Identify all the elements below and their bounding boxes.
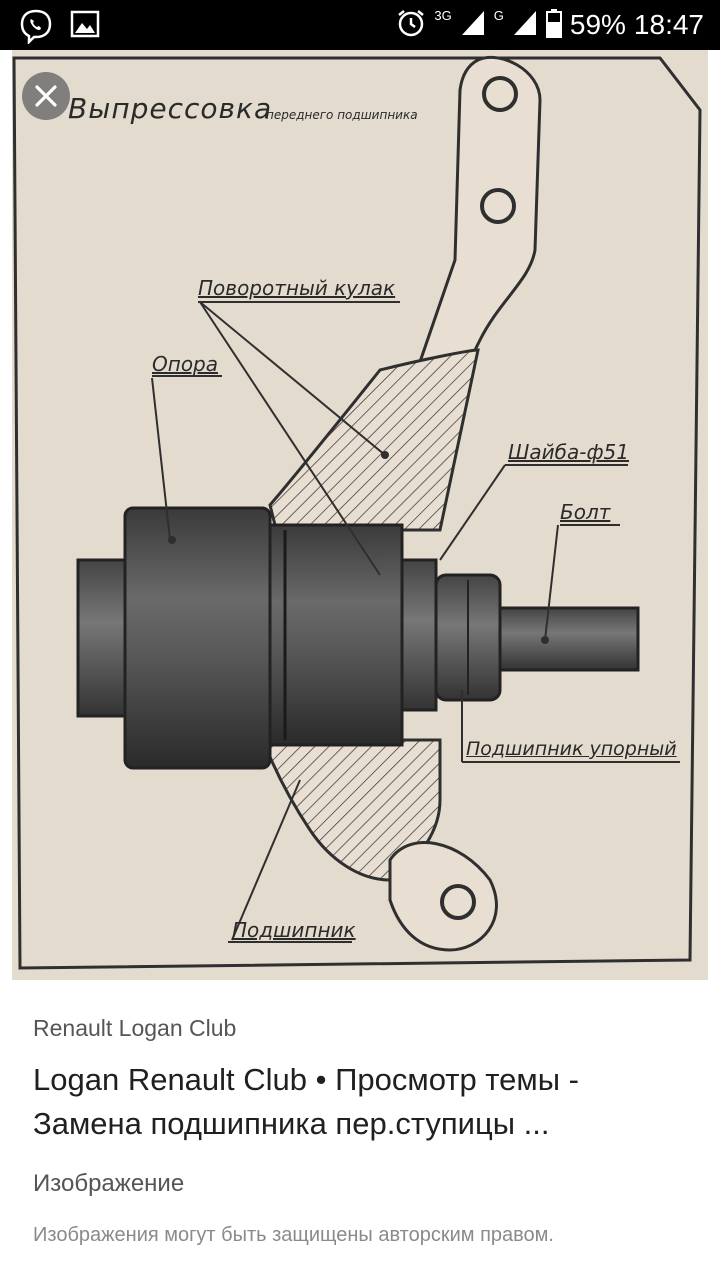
hole-bottom <box>440 884 476 920</box>
label-washer: Шайба-ф51 <box>508 440 629 464</box>
hole-top <box>482 76 518 112</box>
signal-icon <box>460 9 486 41</box>
paper-border <box>12 56 702 970</box>
image-viewer[interactable]: Выпрессовка переднего подшипника Поворот… <box>0 50 720 980</box>
knuckle-arm-upper <box>397 55 542 422</box>
bolt <box>498 606 640 672</box>
image-icon <box>70 8 100 44</box>
network-g-label: G <box>493 7 504 23</box>
leader-lines <box>151 301 680 943</box>
result-info-panel <box>0 980 720 1280</box>
label-thrust-bearing: Подшипник упорный <box>466 738 677 760</box>
label-knuckle: Поворотный кулак <box>198 276 396 300</box>
battery-level: 59% <box>569 9 626 40</box>
alarm-icon <box>396 8 426 42</box>
network-3g-label: 3G <box>434 7 452 23</box>
result-type: Изображение <box>33 1170 185 1197</box>
leader-dot <box>168 536 176 544</box>
knuckle-section-lower <box>262 738 442 882</box>
label-bearing: Подшипник <box>232 918 356 942</box>
clock: 18:47 <box>633 9 704 40</box>
bearing-cylinder <box>268 523 404 747</box>
drawing-subtitle: переднего подшипника <box>266 108 418 122</box>
close-icon <box>35 85 57 107</box>
washer <box>400 558 438 712</box>
signal-icon <box>512 9 538 41</box>
close-button[interactable] <box>22 72 70 120</box>
leader-dot <box>381 451 389 459</box>
drawing-title: Выпрессовка <box>68 92 273 125</box>
support-cylinder <box>123 506 272 770</box>
result-title-link[interactable]: Logan Renault Club • Просмотр темы - Зам… <box>33 1062 579 1141</box>
result-source[interactable]: Renault Logan Club <box>33 1015 237 1041</box>
hole-middle <box>480 188 516 224</box>
battery-icon <box>545 8 562 42</box>
leader-dot <box>541 636 549 644</box>
viber-icon <box>18 8 54 48</box>
label-support: Опора <box>152 352 219 376</box>
copyright-notice: Изображения могут быть защищены авторски… <box>33 1224 554 1246</box>
status-right: 3G G 59% 18:47 <box>396 0 704 50</box>
label-bolt: Болт <box>560 500 611 524</box>
technical-drawing <box>12 50 708 980</box>
status-bar: 3G G 59% 18:47 <box>0 0 720 50</box>
